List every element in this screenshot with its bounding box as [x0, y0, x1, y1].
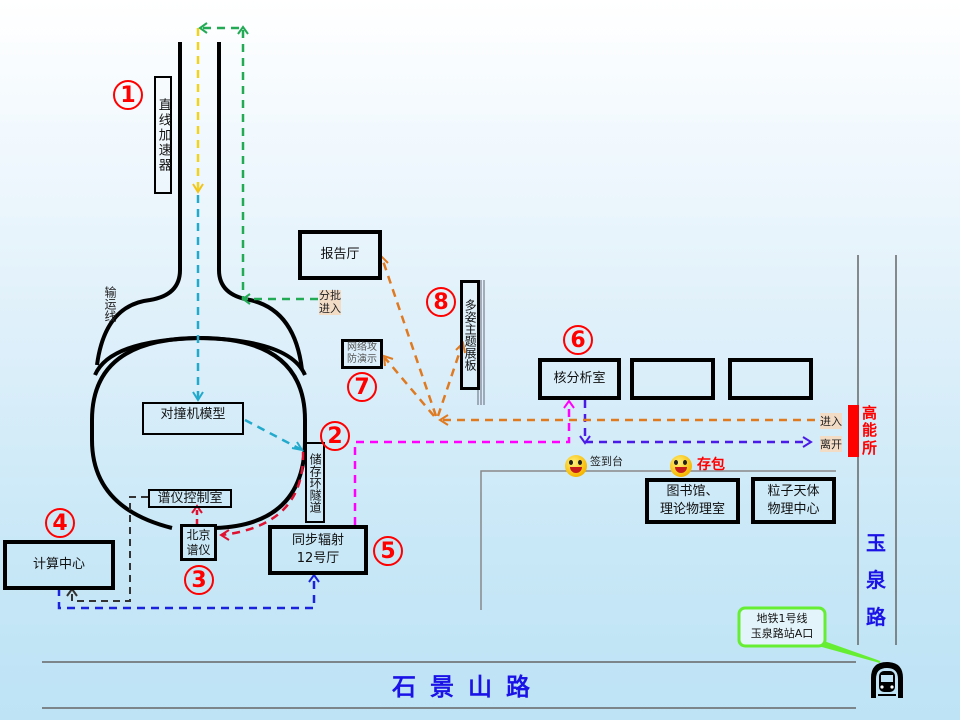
- bes-label-line1: 北京: [186, 528, 211, 543]
- collider-model-box[interactable]: 对撞机模型: [142, 402, 244, 435]
- cyber-label-line2: 防演示: [347, 354, 377, 365]
- batch-enter-line2: 进入: [319, 301, 341, 315]
- arrow-head: [198, 22, 208, 34]
- transport-line-label: 输运线: [103, 286, 117, 322]
- particle-center-box[interactable]: 粒子天体 物理中心: [751, 477, 836, 524]
- cyber-demo-box[interactable]: 网络攻 防演示: [341, 339, 383, 369]
- station-number-4: 4: [45, 508, 75, 538]
- subway-callout-text[interactable]: 地铁1号线 玉泉路站A口: [741, 611, 823, 642]
- storage-tunnel-box[interactable]: 储存环隧道: [305, 442, 325, 523]
- arrow-head: [382, 354, 394, 367]
- arrow-head: [563, 399, 575, 409]
- arrow-head: [291, 441, 305, 452]
- library-box[interactable]: 图书馆、 理论物理室: [645, 478, 740, 524]
- leave-label: 离开: [820, 436, 842, 452]
- route-black: [71, 496, 148, 602]
- nuclear-analysis-box[interactable]: 核分析室: [538, 358, 621, 400]
- station-number-2: 2: [320, 421, 350, 451]
- particle-label-line1: 粒子天体: [767, 483, 820, 499]
- checkin-smiley-icon: [565, 455, 587, 477]
- building-unnamed-2: [728, 358, 813, 400]
- arrow-head: [438, 414, 449, 426]
- station-number-3: 3: [184, 565, 214, 595]
- yuquan-road-label: 玉泉路: [866, 531, 886, 629]
- arrow-head: [219, 529, 230, 541]
- cyber-label-line1: 网络攻: [347, 342, 377, 353]
- route-magenta: [353, 402, 571, 525]
- route-enter: [384, 357, 435, 417]
- arrow-head: [192, 391, 204, 402]
- station-number-7: 7: [347, 372, 377, 402]
- arrow-head: [308, 573, 320, 583]
- synchrotron-label-line2: 12号厅: [296, 551, 340, 566]
- route-red: [221, 451, 305, 537]
- subway-train-icon[interactable]: [871, 662, 903, 698]
- shijingshan-road-label: 石景山路: [392, 673, 544, 701]
- arrow-head: [579, 435, 591, 445]
- route-enter: [380, 257, 438, 417]
- station-number-8: 8: [426, 287, 456, 317]
- route-enter: [436, 344, 464, 417]
- ihep-label: 高能所: [862, 404, 878, 457]
- campus-boundary: [480, 470, 836, 610]
- arrow-head: [455, 340, 466, 354]
- storage-ring: [90, 335, 307, 530]
- subway-callout: [737, 606, 827, 648]
- library-label-line1: 图书馆、: [666, 484, 719, 500]
- linac-label[interactable]: 直线加速器: [154, 76, 172, 194]
- particle-label-line2: 物理中心: [767, 501, 820, 517]
- library-label-line2: 理论物理室: [659, 502, 725, 517]
- arrow-head: [241, 293, 251, 305]
- route-green: [200, 26, 318, 301]
- subway-line1: 地铁1号线: [756, 612, 808, 625]
- theme-board-box[interactable]: 多姿主题展板: [460, 280, 480, 390]
- route-blue: [57, 576, 316, 610]
- linac-wall-right: [217, 42, 304, 371]
- linac-wall-left: [95, 42, 182, 366]
- callout-pointer: [815, 638, 881, 663]
- arrow-head: [192, 183, 204, 194]
- arrow-head: [237, 25, 249, 35]
- bes-label-line2: 谱仪: [186, 542, 211, 557]
- arrow-head: [802, 436, 813, 448]
- subway-line2: 玉泉路站A口: [750, 627, 814, 641]
- checkin-label[interactable]: 签到台: [590, 455, 623, 468]
- enter-label: 进入: [820, 413, 842, 429]
- bag-storage-label[interactable]: 存包: [697, 457, 725, 473]
- synchrotron-hall-box[interactable]: 同步辐射 12号厅: [268, 525, 368, 575]
- computing-center-box[interactable]: 计算中心: [3, 540, 115, 590]
- building-unnamed-1: [630, 358, 715, 400]
- ihep-gate: [848, 405, 859, 457]
- synchrotron-label-line1: 同步辐射: [291, 533, 344, 549]
- route-cyan: [244, 418, 301, 451]
- bag-smiley-icon: [670, 455, 692, 477]
- station-number-1: 1: [113, 80, 143, 110]
- batch-enter-label: 分批 进入: [319, 289, 341, 316]
- station-number-6: 6: [563, 325, 593, 355]
- spectrometer-control-box[interactable]: 谱仪控制室: [148, 489, 232, 508]
- report-hall-box[interactable]: 报告厅: [298, 230, 382, 280]
- station-number-5: 5: [373, 536, 403, 566]
- bes-box[interactable]: 北京 谱仪: [180, 524, 217, 561]
- batch-enter-line1: 分批: [319, 289, 341, 302]
